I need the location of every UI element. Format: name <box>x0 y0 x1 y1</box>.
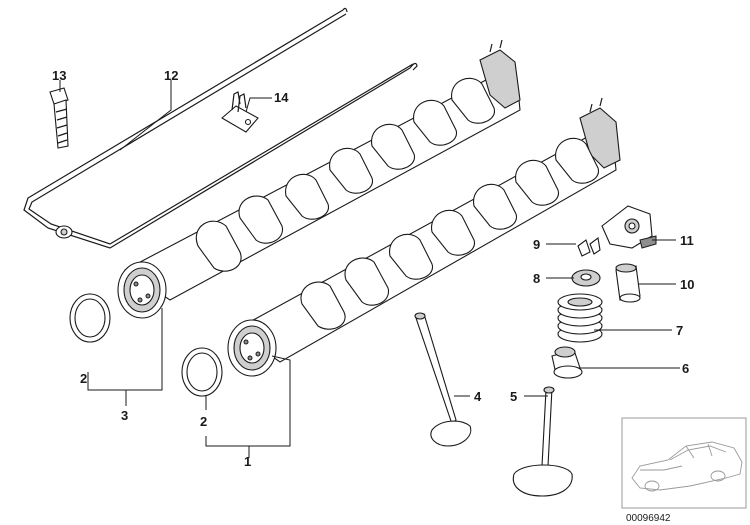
callout-4: 4 <box>474 389 482 404</box>
callout-10: 10 <box>680 277 694 292</box>
sealing-ring-upper <box>69 293 111 343</box>
diagram-id: 00096942 <box>626 513 671 524</box>
sealing-ring-lower <box>181 347 223 397</box>
callout-8: 8 <box>533 271 540 286</box>
callout-11: 11 <box>680 233 694 248</box>
callout-2-lower: 2 <box>200 414 207 429</box>
valve-intake <box>414 312 472 447</box>
camshaft-lower <box>227 97 621 377</box>
valve-stem-seal <box>551 346 583 379</box>
callout-1: 1 <box>244 454 251 469</box>
callout-9: 9 <box>533 237 540 252</box>
callout-6: 6 <box>682 361 689 376</box>
callout-12: 12 <box>164 68 178 83</box>
car-outline-icon <box>631 441 743 492</box>
callout-labels: 13 12 14 2 3 2 1 4 5 6 7 8 9 10 11 <box>52 68 694 469</box>
clip <box>221 91 259 133</box>
callout-2-upper: 2 <box>80 371 87 386</box>
camshaft-upper <box>117 39 521 319</box>
spring-retainer <box>571 269 601 287</box>
roller-rocker-arm <box>601 205 657 249</box>
callout-3: 3 <box>121 408 128 423</box>
hydraulic-lifter <box>615 263 641 303</box>
callout-13: 13 <box>52 68 66 83</box>
callout-7: 7 <box>676 323 683 338</box>
valve-collet <box>577 237 601 257</box>
oil-spray-tube <box>23 7 418 249</box>
callout-14: 14 <box>274 90 289 105</box>
callout-5: 5 <box>510 389 517 404</box>
banjo-bolt <box>49 87 69 149</box>
valve-spring <box>557 293 603 343</box>
leader-lines <box>59 80 680 458</box>
valve-exhaust <box>512 386 573 497</box>
vehicle-reference-thumbnail: 00096942 <box>621 417 747 524</box>
